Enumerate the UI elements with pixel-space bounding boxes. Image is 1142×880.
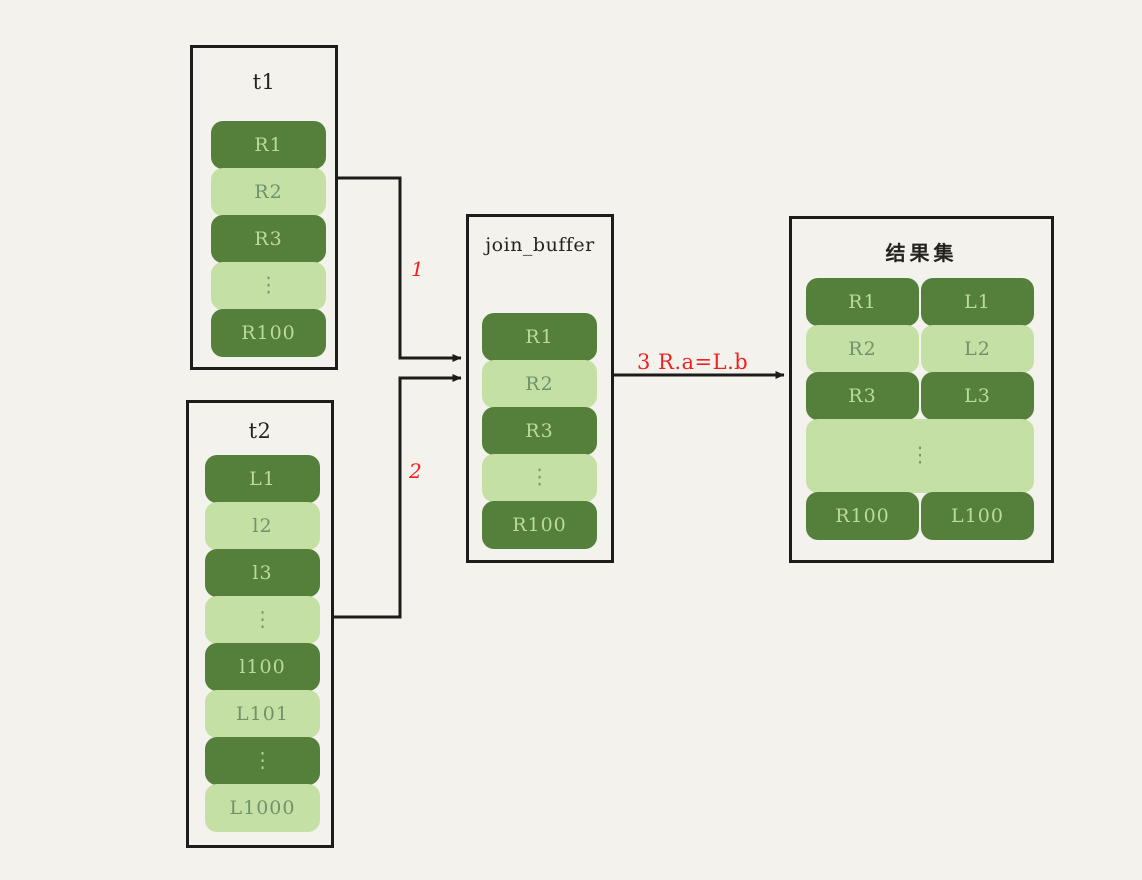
result-cell-left: R2 (806, 325, 919, 373)
result-cell-right: L100 (921, 492, 1034, 540)
record-cell: R100 (211, 309, 326, 357)
record-cell: l3 (205, 549, 320, 597)
record-cell: R1 (211, 121, 326, 169)
record-cell: ⋮ (205, 596, 320, 644)
annotation-step-2: 2 (409, 459, 422, 483)
vertical-ellipsis-icon: ⋮ (253, 748, 272, 773)
annotation-step-1: 1 (411, 257, 424, 281)
record-cell: R3 (211, 215, 326, 263)
result-cell-left: R3 (806, 372, 919, 420)
result-cell-right: L1 (921, 278, 1034, 326)
vertical-ellipsis-icon: ⋮ (530, 465, 549, 490)
result-row: ⋮ (806, 419, 1034, 493)
record-cell: L101 (205, 690, 320, 738)
result-cell-right: L3 (921, 372, 1034, 420)
result-cell-merged: ⋮ (806, 419, 1034, 493)
record-cell: R1 (482, 313, 597, 361)
result-cell-right: L2 (921, 325, 1034, 373)
record-cell: l2 (205, 502, 320, 550)
record-cell: ⋮ (211, 262, 326, 310)
record-cell: R100 (482, 501, 597, 549)
connector-t2-to-join-buffer (334, 374, 462, 619)
record-cell: l100 (205, 643, 320, 691)
vertical-ellipsis-icon: ⋮ (911, 443, 929, 468)
annotation-step-3-condition: 3 R.a=L.b (637, 350, 749, 374)
result-cell-left: R1 (806, 278, 919, 326)
result-cell-left: R100 (806, 492, 919, 540)
record-cell: R2 (211, 168, 326, 216)
table-title-t2: t2 (248, 419, 272, 443)
record-cell: ⋮ (205, 737, 320, 785)
connector-t1-to-join-buffer (338, 176, 462, 362)
record-cell: ⋮ (482, 454, 597, 502)
record-cell: L1 (205, 455, 320, 503)
record-cell: R3 (482, 407, 597, 455)
record-cell: L1000 (205, 784, 320, 832)
vertical-ellipsis-icon: ⋮ (259, 273, 278, 298)
table-title-join-buffer: join_buffer (485, 234, 595, 256)
table-title-result-set: 结果集 (885, 241, 958, 265)
record-cell: R2 (482, 360, 597, 408)
table-title-t1: t1 (252, 70, 276, 94)
vertical-ellipsis-icon: ⋮ (253, 607, 272, 632)
